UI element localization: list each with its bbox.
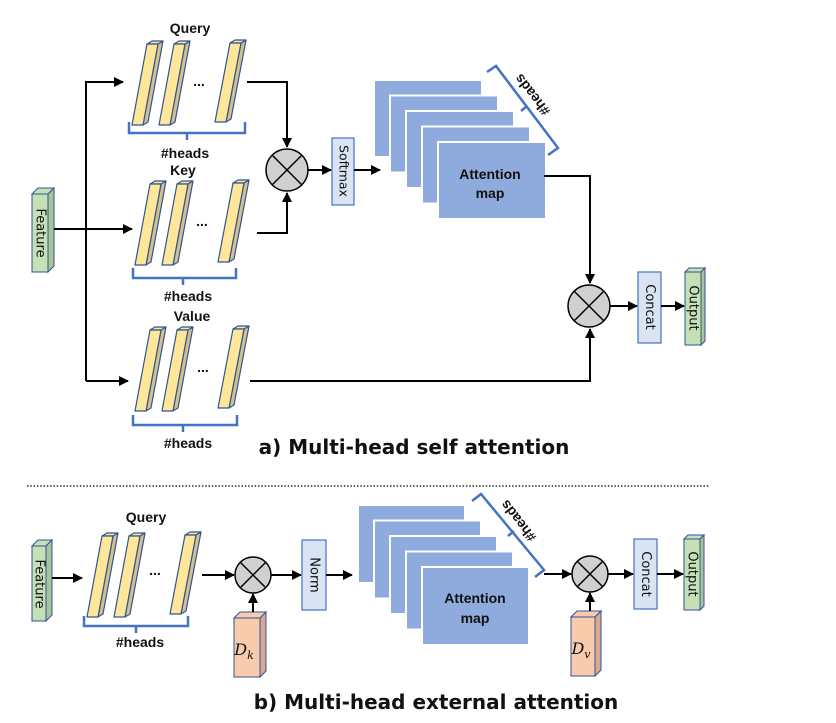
multiply-icon-av-b xyxy=(571,555,609,593)
query-heads-label-b: #heads xyxy=(116,634,164,650)
attention-map-layer xyxy=(437,141,547,220)
attention-map-label-a-2: map xyxy=(476,185,505,201)
head-bar xyxy=(158,40,191,126)
dk-label: Dk xyxy=(233,640,254,662)
ellipsis-query-a: ... xyxy=(193,73,205,89)
concat-block-b: Concat xyxy=(633,538,658,610)
query-label-b: Query xyxy=(126,509,167,525)
attention-map-layer xyxy=(421,566,530,646)
key-label-a: Key xyxy=(170,162,196,178)
feature-label-b: Feature xyxy=(32,559,47,608)
head-bar-front xyxy=(134,329,162,412)
head-bar-front xyxy=(161,329,189,412)
head-bar xyxy=(86,532,119,618)
head-bar xyxy=(131,40,164,126)
output-block-b: Output xyxy=(682,533,706,612)
head-bar xyxy=(134,180,167,266)
feature-block-a: Feature xyxy=(30,186,56,274)
query-heads-bracket-a xyxy=(127,122,247,140)
head-bar-front xyxy=(113,535,141,618)
feature-label-a: Feature xyxy=(33,208,48,257)
head-bar-front xyxy=(217,182,245,263)
norm-block-b: Norm xyxy=(301,539,327,611)
head-bar xyxy=(217,325,250,409)
feature-block-b: Feature xyxy=(30,538,54,623)
dv-label: Dv xyxy=(570,639,591,661)
value-label-a: Value xyxy=(174,308,211,324)
key-to-multiply-a xyxy=(257,192,292,234)
concat-label-b: Concat xyxy=(638,551,653,596)
head-bar-front xyxy=(158,43,186,126)
norm-label-b: Norm xyxy=(307,557,322,592)
dv-memory-block: Dv xyxy=(569,609,603,678)
concat-block-a: Concat xyxy=(637,271,662,344)
dk-memory-block: Dk xyxy=(232,610,268,679)
multiply-icon-qk-a xyxy=(265,148,309,192)
head-bar-front xyxy=(86,535,114,618)
head-bar xyxy=(161,326,194,412)
attention-to-multiply-a xyxy=(544,175,595,284)
panel-b: Feature Query ... #heads Dk Norm Att xyxy=(30,492,706,714)
attention-map-label-b-1: Attention xyxy=(444,590,505,606)
panel-a: Feature Query ... #heads Key ... #heads … xyxy=(30,20,707,459)
head-bar-front xyxy=(131,43,159,126)
feature-connectors-a xyxy=(54,77,133,386)
value-heads-label-a: #heads xyxy=(164,435,212,451)
panel-a-title: a) Multi-head self attention xyxy=(259,435,570,459)
attention-heads-bracket-a xyxy=(486,64,560,157)
softmax-block-a: Softmax xyxy=(331,137,355,206)
output-label-a: Output xyxy=(686,285,701,330)
head-bar xyxy=(169,531,202,615)
query-heads-bracket-b xyxy=(82,616,190,633)
head-bar-front xyxy=(169,534,197,615)
value-to-multiply-a xyxy=(250,328,595,382)
softmax-label-a: Softmax xyxy=(337,145,352,197)
attention-map-label-b-2: map xyxy=(461,610,490,626)
attention-map-stack-b xyxy=(357,504,530,646)
ellipsis-key-a: ... xyxy=(196,213,208,229)
ellipsis-value-a: ... xyxy=(197,359,209,375)
head-bar xyxy=(113,532,146,618)
multiply-icon-av-a xyxy=(567,284,611,328)
head-bar-front xyxy=(134,183,162,266)
multiply-icon-qm-b xyxy=(234,556,272,594)
query-label-a: Query xyxy=(170,20,211,36)
query-bars-b xyxy=(86,531,202,618)
value-bars-a xyxy=(134,325,250,412)
panel-b-title: b) Multi-head external attention xyxy=(254,690,619,714)
query-heads-label-a: #heads xyxy=(161,145,209,161)
head-bar xyxy=(214,39,247,123)
attention-heads-bracket-b xyxy=(471,492,546,578)
key-heads-label-a: #heads xyxy=(164,288,212,304)
attention-map-label-a-1: Attention xyxy=(459,166,520,182)
head-bar-front xyxy=(214,42,242,123)
attention-map-stack-a xyxy=(373,79,547,220)
head-bar xyxy=(161,180,194,266)
concat-label-a: Concat xyxy=(642,284,657,329)
head-bar-front xyxy=(161,183,189,266)
key-heads-bracket-a xyxy=(131,268,238,285)
head-bar xyxy=(134,326,167,412)
output-label-b: Output xyxy=(685,551,700,596)
value-heads-bracket-a xyxy=(131,415,239,432)
query-to-multiply-a xyxy=(247,81,292,148)
output-block-a: Output xyxy=(683,266,707,347)
key-bars-a xyxy=(134,179,250,266)
head-bar-front xyxy=(217,328,245,409)
ellipsis-query-b: ... xyxy=(149,562,161,578)
head-bar xyxy=(217,179,250,263)
query-bars-a xyxy=(131,39,247,126)
